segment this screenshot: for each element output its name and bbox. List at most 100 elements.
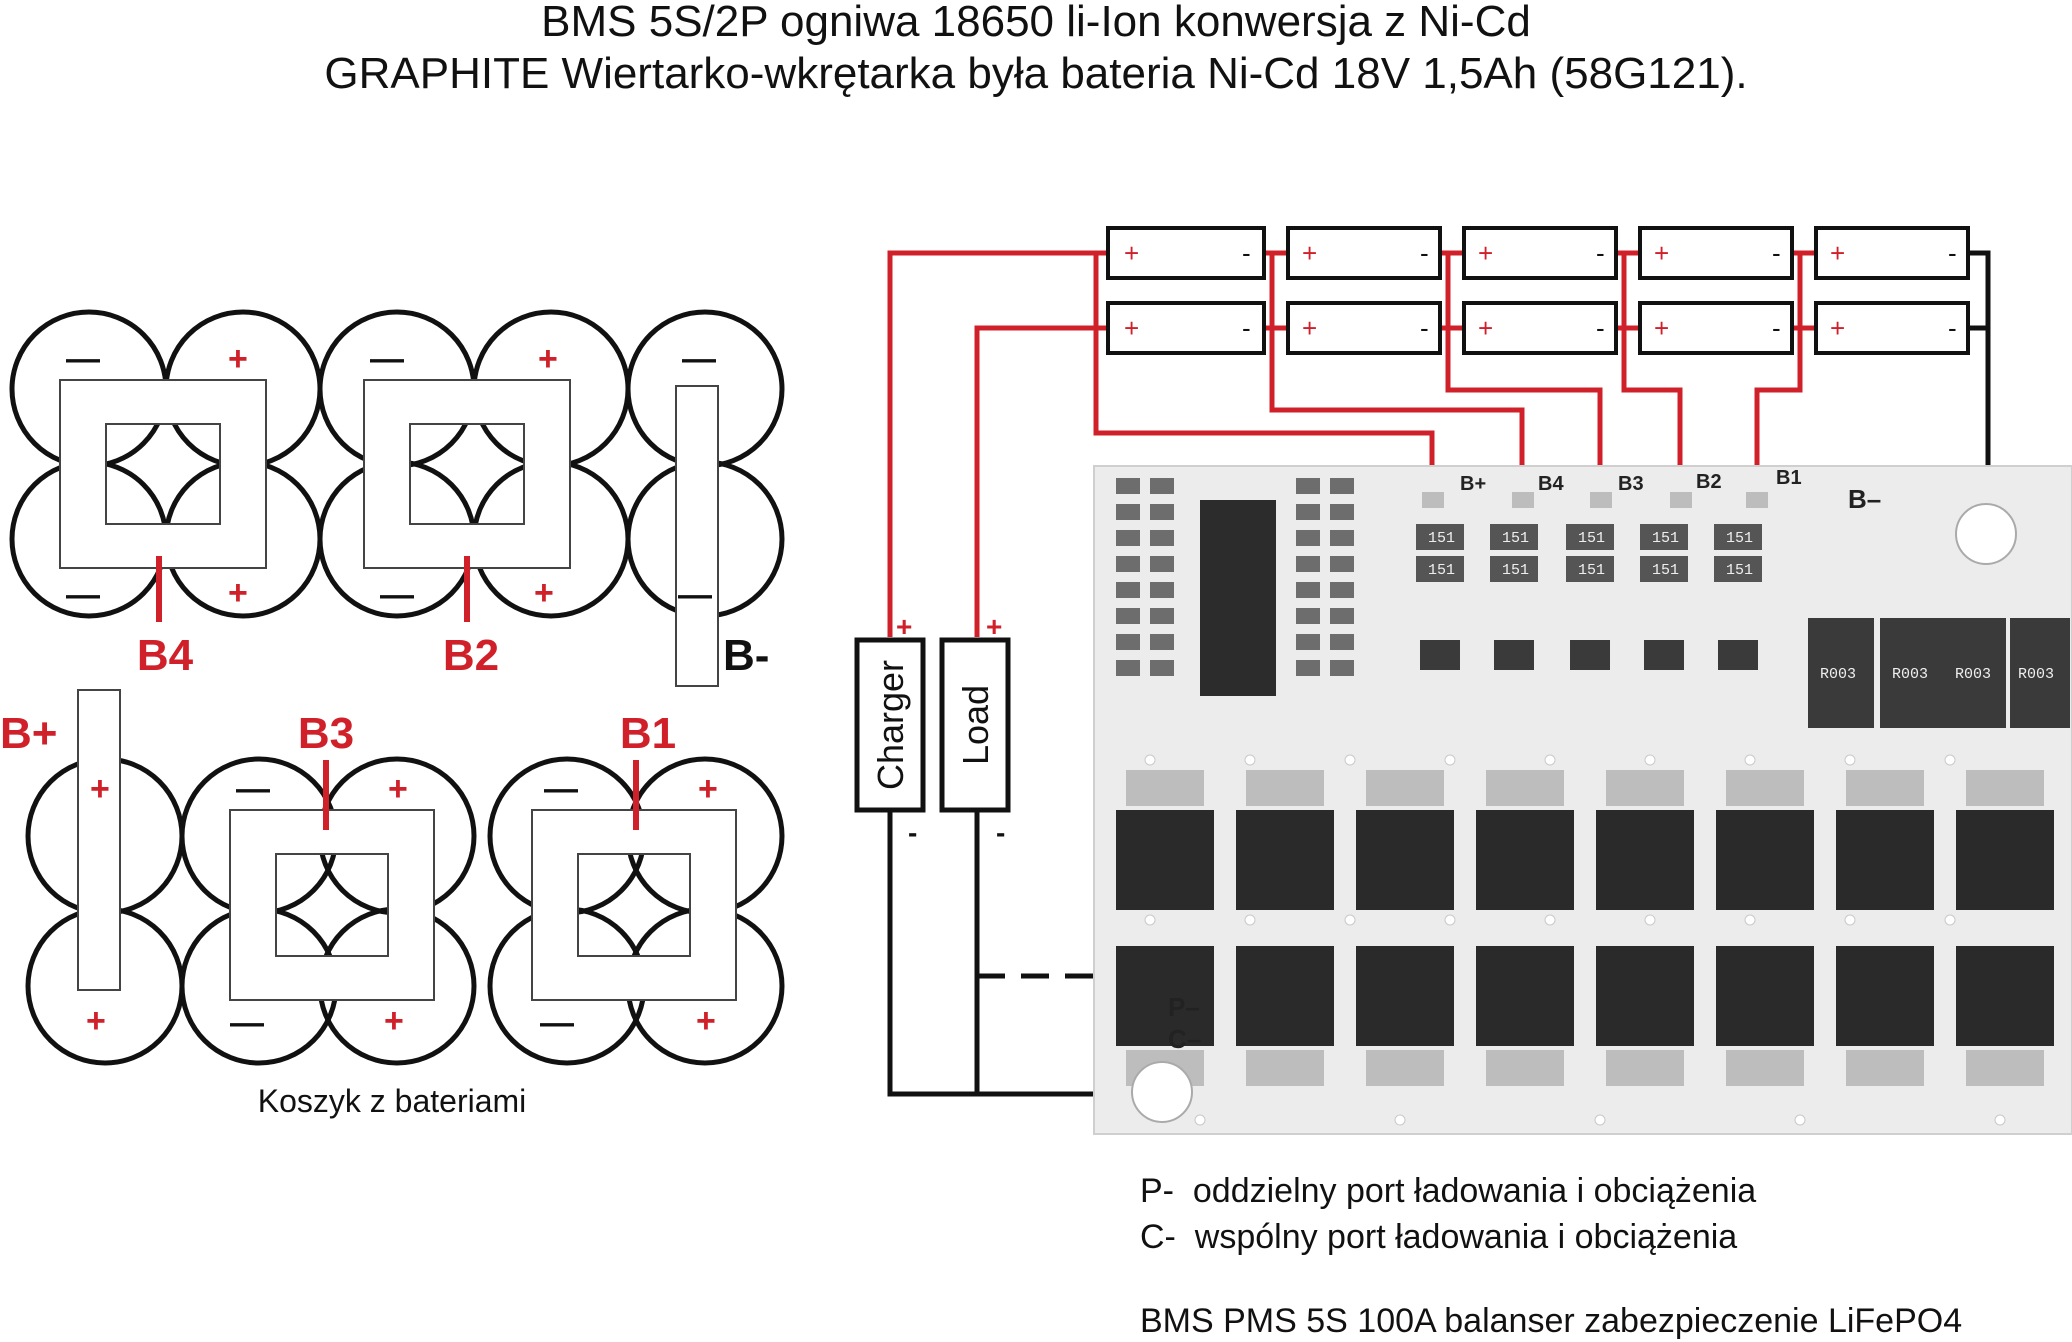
cell-signs: + - + - + - + - + - + - + - + - + - + -	[1124, 238, 1957, 343]
wire-tap-b1	[1754, 328, 1803, 492]
cell	[1638, 226, 1794, 280]
svg-text:151: 151	[1652, 530, 1679, 547]
pcb-label-b-minus: B–	[1848, 484, 1881, 514]
nickel-strips	[59, 379, 737, 1001]
svg-text:+: +	[1124, 313, 1139, 343]
plus-sign: +	[696, 1002, 716, 1040]
cell	[1638, 301, 1794, 355]
bms-pcb: 151 151 151 151 151 151 151 151 151 151 …	[1093, 465, 2072, 1135]
wire-load-plus	[974, 325, 1108, 637]
svg-text:+: +	[1478, 313, 1493, 343]
basket-label-b2: B2	[443, 631, 499, 680]
load-minus-sign: -	[996, 817, 1005, 848]
minus-sign: —	[66, 576, 100, 614]
basket-label-b-plus: B+	[0, 709, 57, 758]
tap-label-b1: B1	[1776, 467, 1802, 489]
legend-p-minus: P- oddzielny port ładowania i obciążenia	[1140, 1172, 1756, 1210]
charger-box	[854, 637, 926, 813]
basket-tap-leads	[156, 556, 639, 830]
plus-sign: +	[388, 770, 408, 808]
plus-sign: +	[698, 770, 718, 808]
svg-text:151: 151	[1578, 530, 1605, 547]
svg-text:+: +	[1654, 238, 1669, 268]
balancer-transistors	[1420, 640, 1758, 670]
basket-label-b3: B3	[298, 709, 354, 758]
title-line-2: GRAPHITE Wiertarko-wkrętarka była bateri…	[324, 49, 1747, 98]
svg-text:151: 151	[1502, 530, 1529, 547]
charger-label: Charger	[870, 660, 911, 790]
cell	[1106, 226, 1266, 280]
minus-sign: —	[678, 576, 712, 614]
svg-text:+: +	[1478, 238, 1493, 268]
plus-sign: +	[534, 574, 554, 612]
svg-text:151: 151	[1578, 562, 1605, 579]
pcb-label-p-minus: P–	[1168, 992, 1200, 1022]
plus-sign: +	[384, 1002, 404, 1040]
pcb-label-c-minus: C–	[1168, 1024, 1201, 1054]
svg-text:R003: R003	[1820, 666, 1856, 683]
wire-b-minus	[1968, 250, 1991, 331]
wire-charger-minus	[887, 812, 1168, 1097]
svg-text:151: 151	[1726, 562, 1753, 579]
strip-b1	[531, 809, 737, 1001]
p-c-hole	[1131, 1061, 1193, 1123]
svg-text:-: -	[1596, 313, 1605, 343]
tap-label-b2: B2	[1696, 471, 1722, 493]
cell-string-bottom	[1106, 301, 1970, 355]
wire-charger-plus	[887, 250, 1108, 637]
load-box	[939, 637, 1011, 813]
mosfet-tabs	[1126, 770, 2044, 1086]
cell	[1286, 301, 1442, 355]
basket-label-b4: B4	[137, 631, 194, 680]
tap-pads	[1422, 492, 1768, 508]
strip-b4	[59, 379, 267, 569]
basket-label-b-minus: B-	[723, 631, 769, 680]
mosfet-row-bottom	[1116, 946, 2054, 1046]
svg-text:151: 151	[1652, 562, 1679, 579]
plus-sign: +	[90, 770, 110, 808]
wire-tap-b2	[1621, 253, 1683, 492]
load-port: Load + -	[939, 611, 1011, 848]
svg-text:-: -	[1420, 313, 1429, 343]
controller-ic	[1200, 500, 1276, 696]
minus-sign: —	[540, 1004, 574, 1042]
load-label: Load	[955, 685, 996, 765]
svg-text:-: -	[1772, 313, 1781, 343]
tap-label-b4: B4	[1538, 473, 1564, 495]
strip-b-plus	[77, 689, 121, 991]
svg-text:-: -	[1772, 238, 1781, 268]
svg-text:R003: R003	[1955, 666, 1991, 683]
balancer-chips	[1416, 524, 1762, 582]
svg-text:R003: R003	[2018, 666, 2054, 683]
pcb-vias	[1144, 754, 2006, 1126]
svg-text:+: +	[1654, 313, 1669, 343]
svg-text:R003: R003	[1892, 666, 1928, 683]
svg-text:+: +	[1302, 238, 1317, 268]
strip-b3	[229, 809, 435, 1001]
charger-port: Charger + -	[854, 611, 926, 848]
cell	[1106, 301, 1266, 355]
charger-minus-sign: -	[908, 817, 917, 848]
cell	[1814, 301, 1970, 355]
minus-sign: —	[370, 340, 404, 378]
tap-label-b-plus: B+	[1460, 473, 1486, 495]
cell	[1286, 226, 1442, 280]
red-wires	[887, 250, 1816, 637]
plus-sign: +	[228, 340, 248, 378]
svg-text:-: -	[1948, 238, 1957, 268]
title-line-1: BMS 5S/2P ogniwa 18650 li-Ion konwersja …	[541, 0, 1531, 46]
svg-text:151: 151	[1428, 530, 1455, 547]
charger-plus-sign: +	[896, 611, 912, 642]
minus-sign: —	[544, 770, 578, 808]
cell-string-top	[1106, 226, 1970, 280]
minus-sign: —	[682, 340, 716, 378]
svg-text:-: -	[1948, 313, 1957, 343]
minus-sign: —	[66, 340, 100, 378]
svg-text:-: -	[1242, 238, 1251, 268]
legend-bms-model: BMS PMS 5S 100A balanser zabezpieczenie …	[1140, 1302, 1962, 1340]
svg-text:+: +	[1830, 313, 1845, 343]
svg-text:-: -	[1596, 238, 1605, 268]
minus-sign: —	[236, 770, 270, 808]
wire-tap-b-plus	[1093, 253, 1435, 492]
